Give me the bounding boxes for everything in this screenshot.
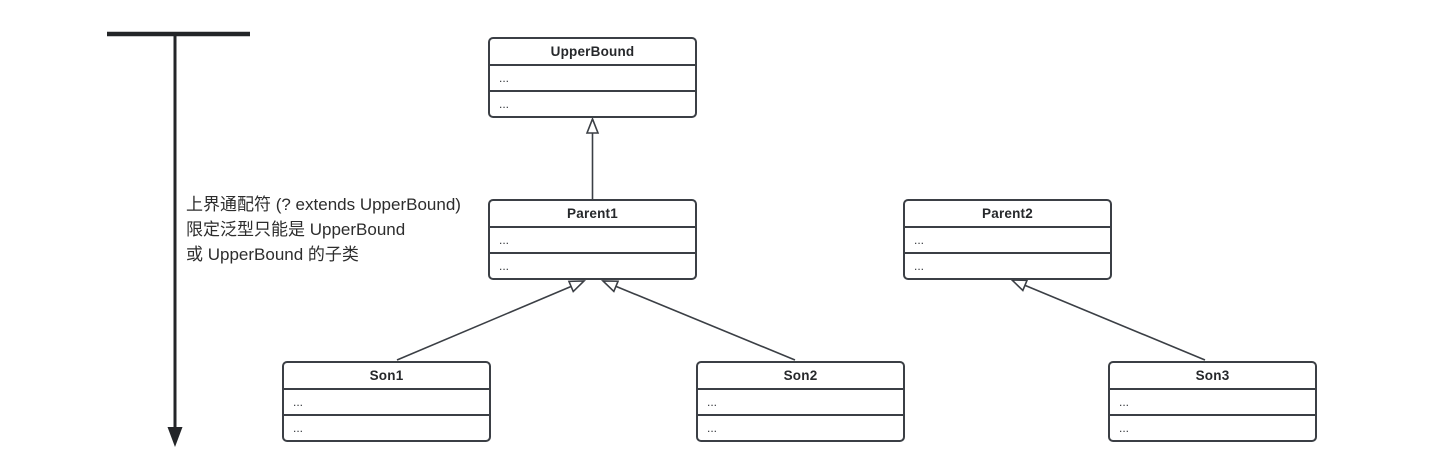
class-box-upperbound: UpperBound ... ... xyxy=(488,37,697,118)
timeline-arrowhead-icon xyxy=(167,427,183,447)
class-methods-row: ... xyxy=(905,252,1110,278)
class-title: Son3 xyxy=(1110,363,1315,390)
class-title: UpperBound xyxy=(490,39,695,66)
class-title: Son2 xyxy=(698,363,903,390)
class-fields-row: ... xyxy=(914,233,925,247)
class-box-son2: Son2 ... ... xyxy=(696,361,905,442)
class-box-parent1: Parent1 ... ... xyxy=(488,199,697,280)
class-fields-row: ... xyxy=(499,233,510,247)
class-box-parent2: Parent2 ... ... xyxy=(903,199,1112,280)
annotation-line-3: 或 UpperBound 的子类 xyxy=(186,245,359,264)
class-methods-row: ... xyxy=(698,414,903,440)
class-title: Son1 xyxy=(284,363,489,390)
class-title: Parent2 xyxy=(905,201,1110,228)
annotation-line-1: 上界通配符 (? extends UpperBound) xyxy=(186,195,461,214)
class-title: Parent1 xyxy=(490,201,695,228)
class-methods-row: ... xyxy=(1110,414,1315,440)
class-fields-row: ... xyxy=(293,395,304,409)
class-fields-row: ... xyxy=(1119,395,1130,409)
inheritance-arrow-son1-parent1 xyxy=(396,280,587,361)
class-fields-row: ... xyxy=(499,71,510,85)
class-box-son3: Son3 ... ... xyxy=(1108,361,1317,442)
inheritance-arrow-son2-parent1 xyxy=(600,280,796,361)
class-methods-row: ... xyxy=(284,414,489,440)
inheritance-arrow-son3-parent2 xyxy=(1009,279,1206,361)
class-box-son1: Son1 ... ... xyxy=(282,361,491,442)
annotation-text: 上界通配符 (? extends UpperBound) 限定泛型只能是 Upp… xyxy=(186,192,461,267)
annotation-line-2: 限定泛型只能是 UpperBound xyxy=(186,220,406,239)
class-methods-row: ... xyxy=(490,90,695,116)
class-methods-row: ... xyxy=(490,252,695,278)
class-fields-row: ... xyxy=(707,395,718,409)
